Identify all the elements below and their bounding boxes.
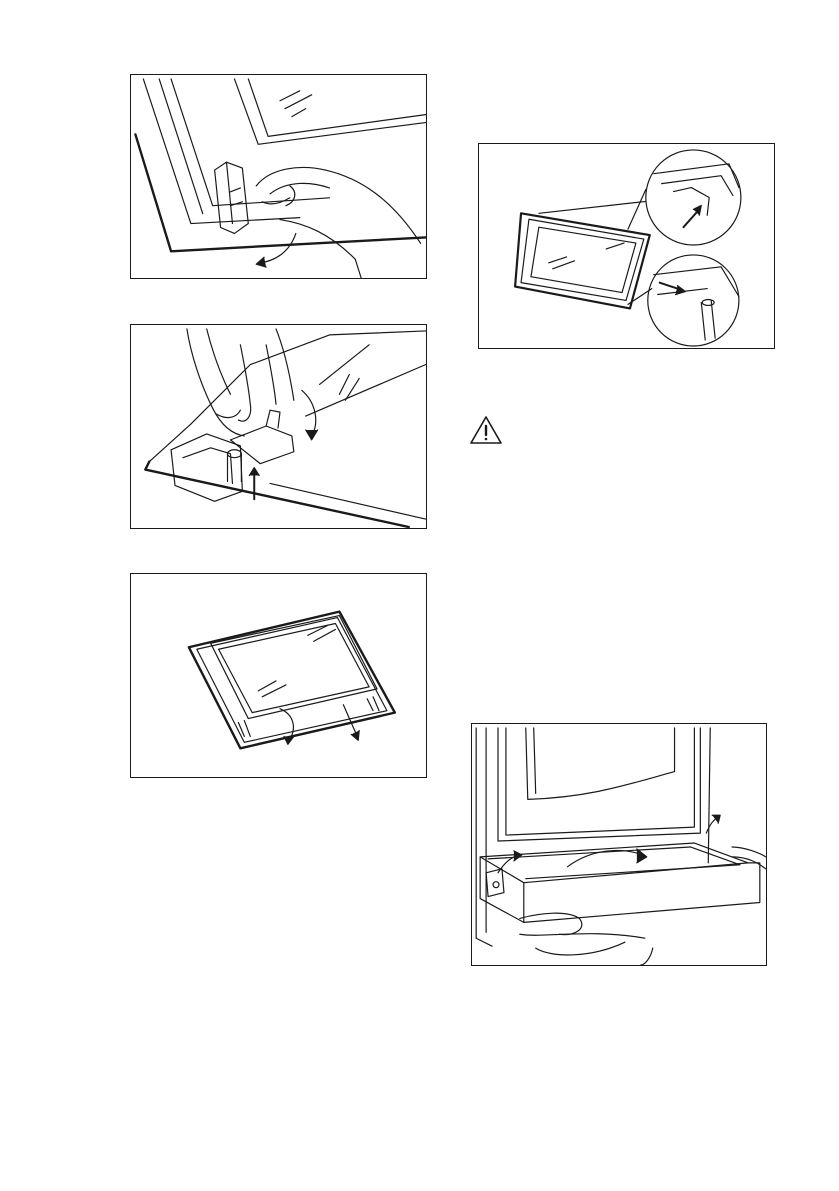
figure-panel-insert-detail <box>478 143 775 349</box>
figure-hinge-lever-release <box>130 74 427 279</box>
hinge-lever-illustration <box>131 75 426 278</box>
figure-hinge-clip-lift <box>130 324 427 529</box>
panel-insert-illustration <box>479 144 774 348</box>
figure-door-panel-remove <box>130 573 427 778</box>
drawer-illustration <box>472 724 766 965</box>
door-panel-illustration <box>131 574 426 777</box>
warning-triangle-icon <box>468 414 504 446</box>
hinge-clip-illustration <box>131 325 426 528</box>
figure-drawer-remove <box>471 723 767 966</box>
